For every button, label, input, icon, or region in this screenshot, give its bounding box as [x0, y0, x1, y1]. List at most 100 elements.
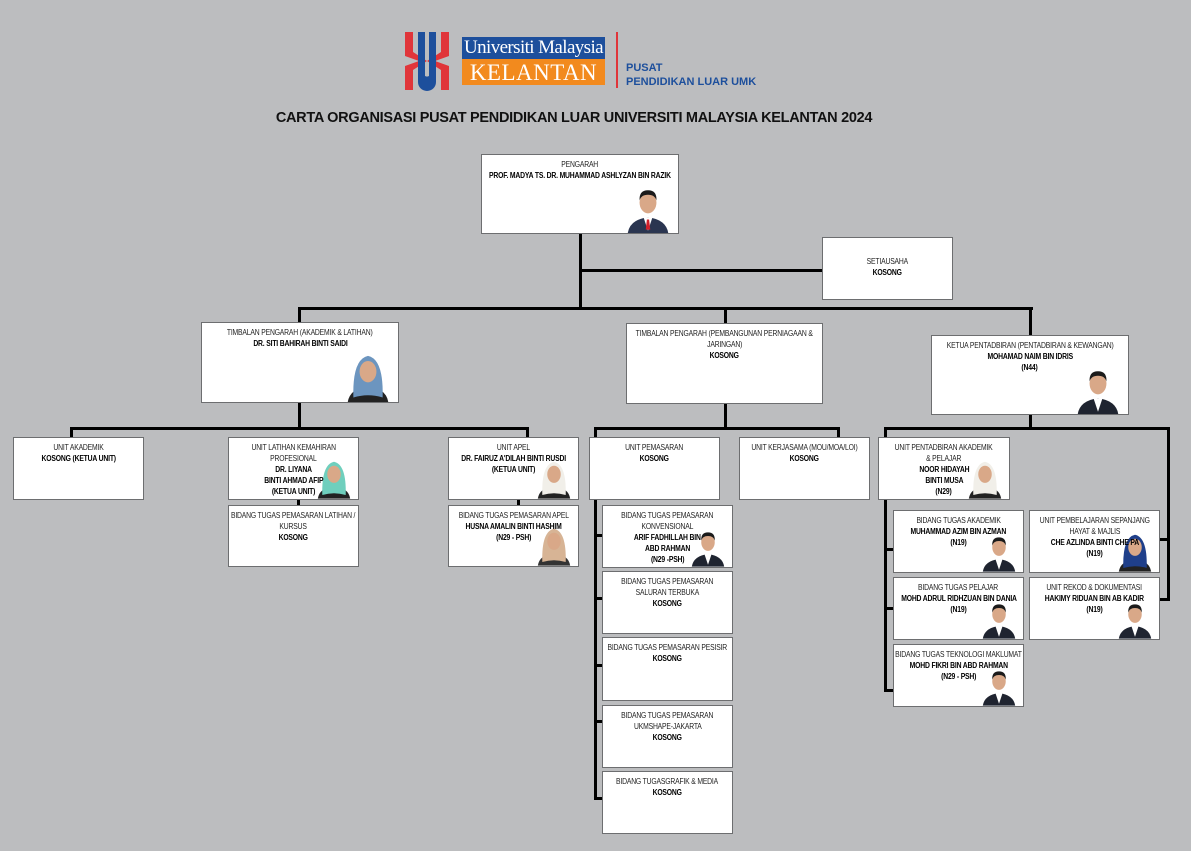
text-line: (N44): [932, 362, 1128, 373]
position-title: UNIT AKADEMIK: [53, 443, 104, 452]
connector: [517, 500, 520, 505]
text-line: BIDANG TUGASGRAFIK & MEDIA: [603, 776, 732, 787]
text-line: (N29): [879, 486, 1009, 497]
connector: [579, 234, 582, 310]
text-line: KURSUS: [229, 521, 358, 532]
text-line: UNIT PEMBELAJARAN SEPANJANG: [1030, 515, 1159, 526]
text-line: BIDANG TUGAS PELAJAR: [894, 582, 1023, 593]
holder-name: MOHD ADRUL RIDHZUAN BIN DANIA: [900, 594, 1017, 603]
text-line: MOHD FIKRI BIN ABD RAHMAN: [894, 660, 1023, 671]
text-line: TIMBALAN PENGARAH (PEMBANGUNAN PERNIAGAA…: [627, 328, 822, 339]
position-title: UNIT PEMASARAN: [625, 443, 684, 452]
text-line: SETIAUSAHA: [823, 256, 952, 267]
connector: [70, 427, 529, 430]
position-title: BIDANG TUGAS PEMASARAN: [621, 711, 714, 720]
position-title: SALURAN TERBUKA: [635, 588, 700, 597]
holder-name: KOSONG: [652, 788, 683, 797]
text-line: HAKIMY RIDUAN BIN AB KADIR: [1030, 593, 1159, 604]
text-line: NOOR HIDAYAH: [879, 464, 1009, 475]
holder-name: (N19): [1086, 605, 1103, 614]
unit-name-line1: PUSAT: [626, 62, 663, 74]
org-box-bt-latihan: BIDANG TUGAS PEMASARAN LATIHAN /KURSUS KO…: [228, 505, 359, 567]
text-line: PENGARAH: [482, 159, 678, 170]
connector: [884, 427, 887, 692]
portrait-photo: [624, 179, 672, 233]
holder-name: (N29 - PSH): [495, 533, 532, 542]
holder-name: KOSONG: [872, 268, 903, 277]
position-title: UNIT APEL: [496, 443, 531, 452]
holder-name: MUHAMMAD AZIM BIN AZMAN: [910, 527, 1007, 536]
text-line: KOSONG: [740, 453, 869, 464]
text-line: (N29 - PSH): [449, 532, 578, 543]
text-line: UNIT APEL: [449, 442, 578, 453]
text-line: BIDANG TUGAS PEMASARAN LATIHAN /: [229, 510, 358, 521]
text-line: KOSONG: [590, 453, 719, 464]
position-title: BIDANG TUGAS PEMASARAN: [621, 511, 714, 520]
text-line: KOSONG: [627, 350, 822, 361]
position-title: UNIT LATIHAN KEMAHIRAN: [251, 443, 336, 452]
position-title: TIMBALAN PENGARAH (AKADEMIK & LATIHAN): [227, 328, 373, 337]
text-line: KOSONG: [823, 267, 952, 278]
text-line: DR. LIYANA: [229, 464, 358, 475]
text-line: DR. FAIRUZ A'DILAH BINTI RUSDI: [449, 453, 578, 464]
text-line: UNIT LATIHAN KEMAHIRAN: [229, 442, 358, 453]
holder-name: KOSONG: [278, 533, 309, 542]
unit-name: PUSAT PENDIDIKAN LUAR UMK: [626, 61, 756, 89]
position-title: & PELAJAR: [926, 454, 962, 463]
logo-text-top: Universiti Malaysia: [462, 37, 605, 59]
text-line: BIDANG TUGAS PEMASARAN PESISIR: [603, 642, 732, 653]
text-line: BIDANG TUGAS PEMASARAN: [603, 510, 732, 521]
connector: [724, 404, 727, 430]
text-line: PROFESIONAL: [229, 453, 358, 464]
holder-name: (N29): [935, 487, 953, 496]
holder-name: KOSONG: [789, 454, 820, 463]
holder-name: KOSONG: [652, 654, 683, 663]
logo-divider: [616, 32, 618, 88]
connector: [884, 607, 893, 610]
connector: [594, 664, 602, 667]
text-line: (KETUA UNIT): [229, 486, 358, 497]
text-line: UNIT PENTADBIRAN AKADEMIK: [879, 442, 1009, 453]
holder-name: BINTI MUSA: [925, 476, 963, 485]
text-line: DR. SITI BAHIRAH BINTI SAIDI: [202, 338, 398, 349]
connector: [724, 307, 727, 323]
text-line: SALURAN TERBUKA: [603, 587, 732, 598]
text-line: (N29 - PSH): [894, 671, 1023, 682]
connector: [298, 307, 1033, 310]
text-line: BINTI MUSA: [879, 475, 1009, 486]
org-box-ketua-pentadbiran: KETUA PENTADBIRAN (PENTADBIRAN & KEWANGA…: [931, 335, 1129, 415]
connector: [594, 534, 602, 537]
portrait-photo: [316, 455, 352, 499]
org-box-tp-akademik: TIMBALAN PENGARAH (AKADEMIK & LATIHAN) DR…: [201, 322, 399, 403]
text-line: (N19): [894, 537, 1023, 548]
position-title: TIMBALAN PENGARAH (PEMBANGUNAN PERNIAGAA…: [635, 329, 814, 338]
position-title: PROFESIONAL: [270, 454, 317, 463]
connector: [526, 427, 529, 437]
connector: [884, 427, 1170, 430]
connector: [594, 427, 840, 430]
position-title: BIDANG TUGAS AKADEMIK: [916, 516, 1001, 525]
holder-name: KOSONG: [652, 599, 683, 608]
holder-name: (N19): [950, 538, 967, 547]
holder-name: DR. SITI BAHIRAH BINTI SAIDI: [252, 339, 348, 348]
connector: [298, 403, 301, 430]
connector: [884, 689, 893, 692]
position-title: UNIT PEMBELAJARAN SEPANJANG: [1039, 516, 1150, 525]
position-title: UNIT REKOD & DOKUMENTASI: [1046, 583, 1143, 592]
text-line: HUSNA AMALIN BINTI HASHIM: [449, 521, 578, 532]
position-title: JARINGAN): [706, 340, 743, 349]
connector: [298, 307, 301, 322]
position-title: KURSUS: [279, 522, 308, 531]
text-line: KOSONG: [603, 787, 732, 798]
text-line: KETUA PENTADBIRAN (PENTADBIRAN & KEWANGA…: [932, 340, 1128, 351]
connector: [1029, 307, 1032, 335]
holder-name: BINTI AHMAD AFIP: [263, 476, 324, 485]
position-title: UNIT PENTADBIRAN AKADEMIK: [895, 443, 993, 452]
holder-name: (KETUA UNIT): [271, 487, 316, 496]
text-line: KOSONG: [603, 732, 732, 743]
text-line: BIDANG TUGAS PEMASARAN APEL: [449, 510, 578, 521]
